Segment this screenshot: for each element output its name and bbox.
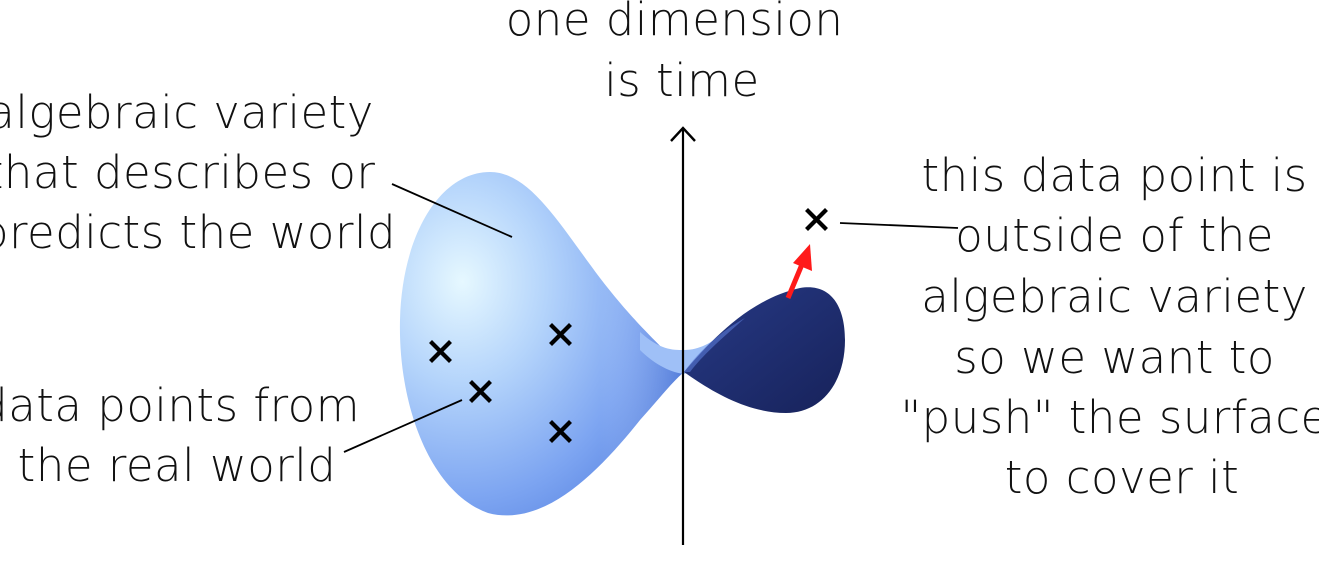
up-arrow-icon xyxy=(670,126,696,142)
time-axis xyxy=(670,126,696,545)
x-mark-icon xyxy=(549,323,572,346)
x-mark-icon xyxy=(549,420,572,443)
outside-point-label: this data point is outside of the algebr… xyxy=(900,149,1319,504)
x-mark-icon xyxy=(429,340,452,363)
axis-top-label: one dimension is time xyxy=(506,0,858,107)
variety-label: algebraic variety that describes or pred… xyxy=(0,86,396,259)
red-arrow-icon xyxy=(785,244,812,299)
data-points-leader-line xyxy=(343,399,463,453)
variety-right-lobe xyxy=(684,287,845,413)
outside-point-leader-line xyxy=(839,222,959,229)
variety-leader-line xyxy=(391,183,513,238)
x-mark-icon xyxy=(805,208,828,231)
variety-left-lobe xyxy=(399,172,684,516)
x-mark-icon xyxy=(469,380,492,403)
variety-right-lobe-highlight xyxy=(684,318,745,372)
data-points-label: data points from the real world xyxy=(0,379,375,492)
